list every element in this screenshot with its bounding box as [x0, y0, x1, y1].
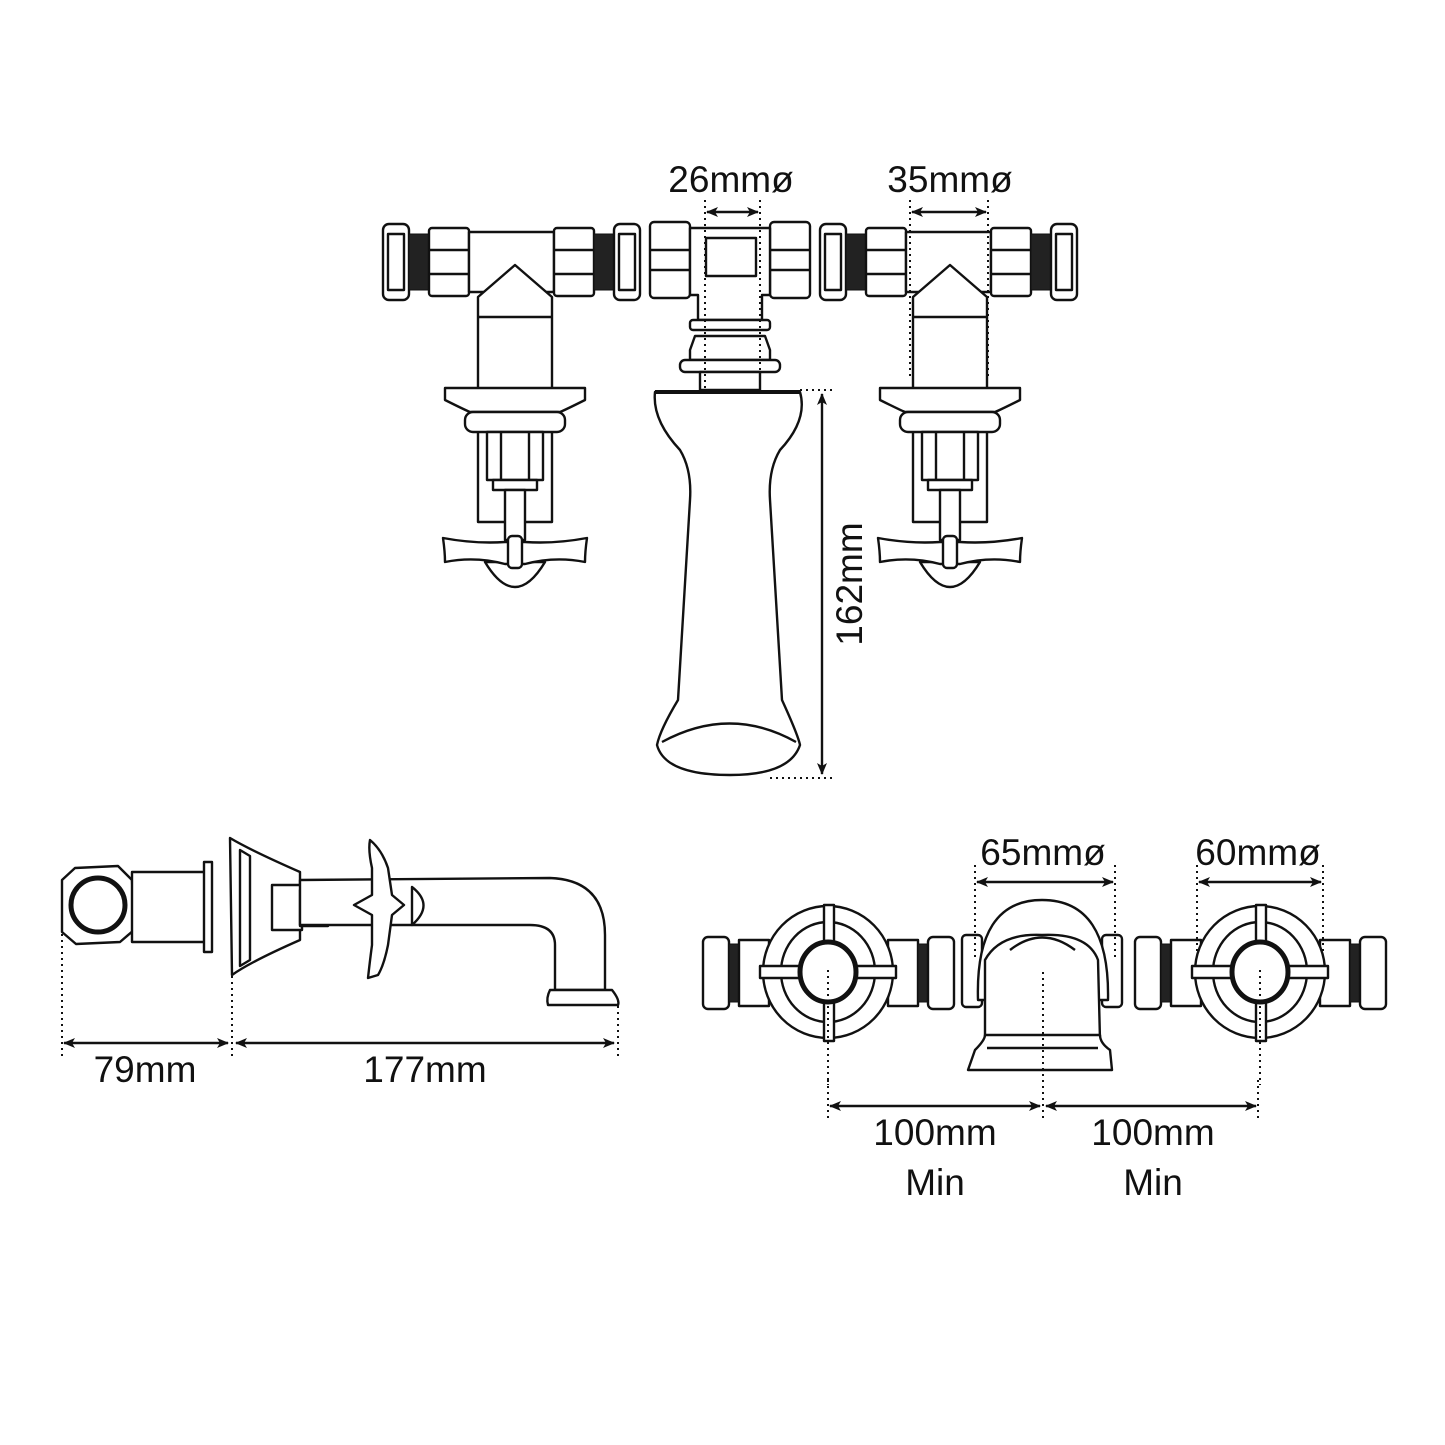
front-left-handle: [703, 905, 954, 1085]
handle-diameter-label: 60mmø: [1195, 832, 1320, 873]
valve-diameter-label: 35mmø: [887, 159, 1012, 200]
top-view: 26mmø 35mmø 162mm: [381, 159, 1079, 779]
front-right-handle: [1135, 905, 1386, 1085]
left-spacing-note: Min: [905, 1162, 965, 1203]
spout-base-label: 65mmø: [980, 832, 1105, 873]
left-valve-handle: [441, 263, 589, 589]
reach-label: 177mm: [363, 1049, 486, 1090]
spout-diameter-label: 26mmø: [668, 159, 793, 200]
depth-label: 79mm: [94, 1049, 197, 1090]
right-valve-handle: [876, 263, 1024, 589]
spout-top: [648, 220, 812, 777]
front-view: 65mmø 60mmø 100mm Min 100mm Min: [703, 832, 1386, 1203]
side-view: 79mm 177mm: [60, 836, 620, 1090]
left-spacing-label: 100mm: [873, 1112, 996, 1153]
right-spacing-label: 100mm: [1091, 1112, 1214, 1153]
right-spacing-note: Min: [1123, 1162, 1183, 1203]
spout-height-label: 162mm: [829, 522, 870, 645]
front-spout: [960, 898, 1124, 1118]
